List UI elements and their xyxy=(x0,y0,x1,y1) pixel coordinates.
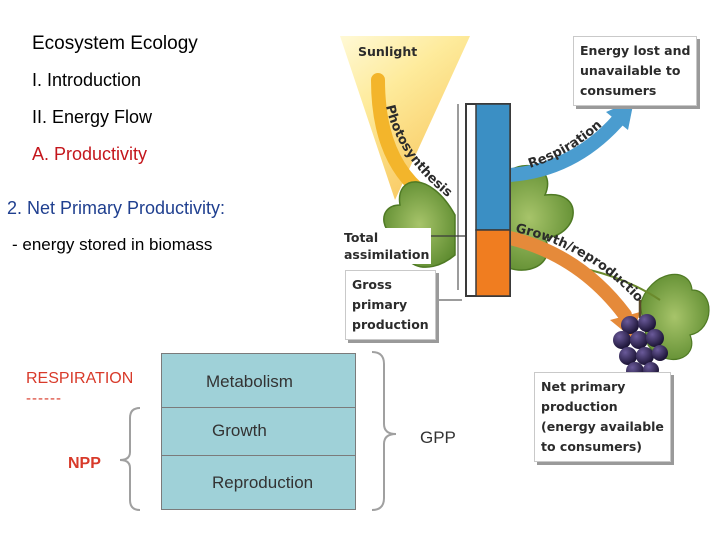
gross-primary-production-box: Gross primary production xyxy=(345,270,436,340)
growth-segment xyxy=(475,229,511,297)
net-primary-production-box: Net primary production (energy available… xyxy=(534,372,671,462)
gpp-label: GPP xyxy=(420,428,456,447)
npp-brace xyxy=(119,407,141,511)
npp-definition: - energy stored in biomass xyxy=(12,235,213,254)
growth-cell: Growth xyxy=(161,407,356,456)
growth-label: Growth xyxy=(212,421,267,440)
npp-heading: 2. Net Primary Productivity: xyxy=(7,198,226,218)
npp-label: NPP xyxy=(68,455,101,472)
respiration-dashes: ------ xyxy=(26,390,62,407)
respiration-arrow xyxy=(503,111,627,182)
outline-item-1: I. Introduction xyxy=(32,70,142,90)
reproduction-label: Reproduction xyxy=(212,473,314,492)
outline-item-2: II. Energy Flow xyxy=(32,107,153,127)
slide-title: Ecosystem Ecology xyxy=(32,33,198,54)
sunlight-label: Sunlight xyxy=(358,44,418,59)
energy-lost-box: Energy lost and unavailable to consumers xyxy=(573,36,698,106)
assimilation-bar xyxy=(465,103,511,297)
respiration-segment xyxy=(475,103,511,231)
metabolism-cell: Metabolism xyxy=(161,353,356,408)
reproduction-cell: Reproduction xyxy=(161,455,356,510)
respiration-table-label: RESPIRATION xyxy=(26,370,134,387)
section-heading: A. Productivity xyxy=(32,144,148,164)
metabolism-label: Metabolism xyxy=(206,372,293,391)
total-assimilation-label: Total assimilation xyxy=(342,228,432,264)
growth-arrow xyxy=(503,231,632,322)
gpp-brace xyxy=(371,351,397,511)
left-leaf xyxy=(383,181,456,268)
